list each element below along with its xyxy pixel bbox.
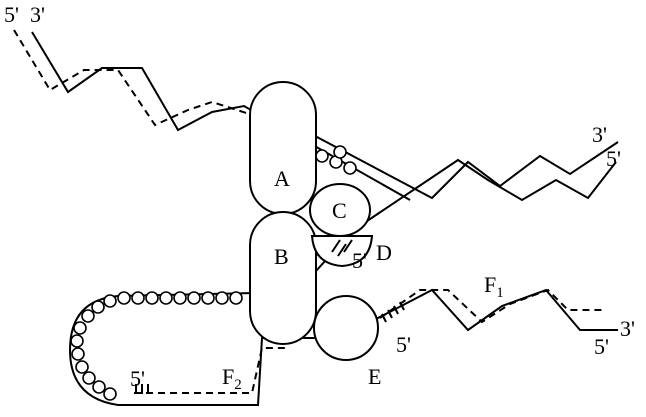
label-f2: F2 [222, 364, 242, 393]
protein-a [249, 81, 317, 215]
okazaki-fragment-f1 [379, 288, 606, 324]
label-right-top-3prime: 3' [592, 122, 607, 147]
protein-b [249, 211, 317, 345]
primer-hatch-d [331, 239, 353, 257]
protein-e [313, 295, 379, 361]
label-e-5prime: 5' [396, 332, 411, 357]
label-right-top-5prime: 5' [606, 146, 621, 171]
primer-hatch-e [381, 301, 405, 323]
parental-strand-dashed [13, 29, 295, 151]
right-lower-strand-solid [311, 158, 617, 259]
label-f1: F1 [484, 272, 504, 301]
lagging-template-loop [68, 288, 618, 406]
label-protein-a: A [274, 166, 290, 191]
ssb-beads-upper [315, 145, 357, 175]
ssb-beads-lagging [70, 291, 243, 401]
parental-strand-solid [31, 31, 411, 201]
label-protein-e: E [368, 364, 381, 389]
label-right-bottom-3prime: 3' [620, 316, 635, 341]
primer-hatch-f2 [135, 384, 149, 394]
label-left-3prime: 3' [30, 2, 45, 27]
label-protein-d: D [376, 240, 392, 265]
label-f2-5prime: 5' [130, 366, 145, 391]
label-left-5prime: 5' [4, 2, 19, 27]
label-right-bottom-5prime: 5' [594, 334, 609, 359]
label-protein-c: C [332, 198, 347, 223]
label-d-5prime: 5' [352, 248, 367, 273]
label-protein-b: B [274, 244, 289, 269]
